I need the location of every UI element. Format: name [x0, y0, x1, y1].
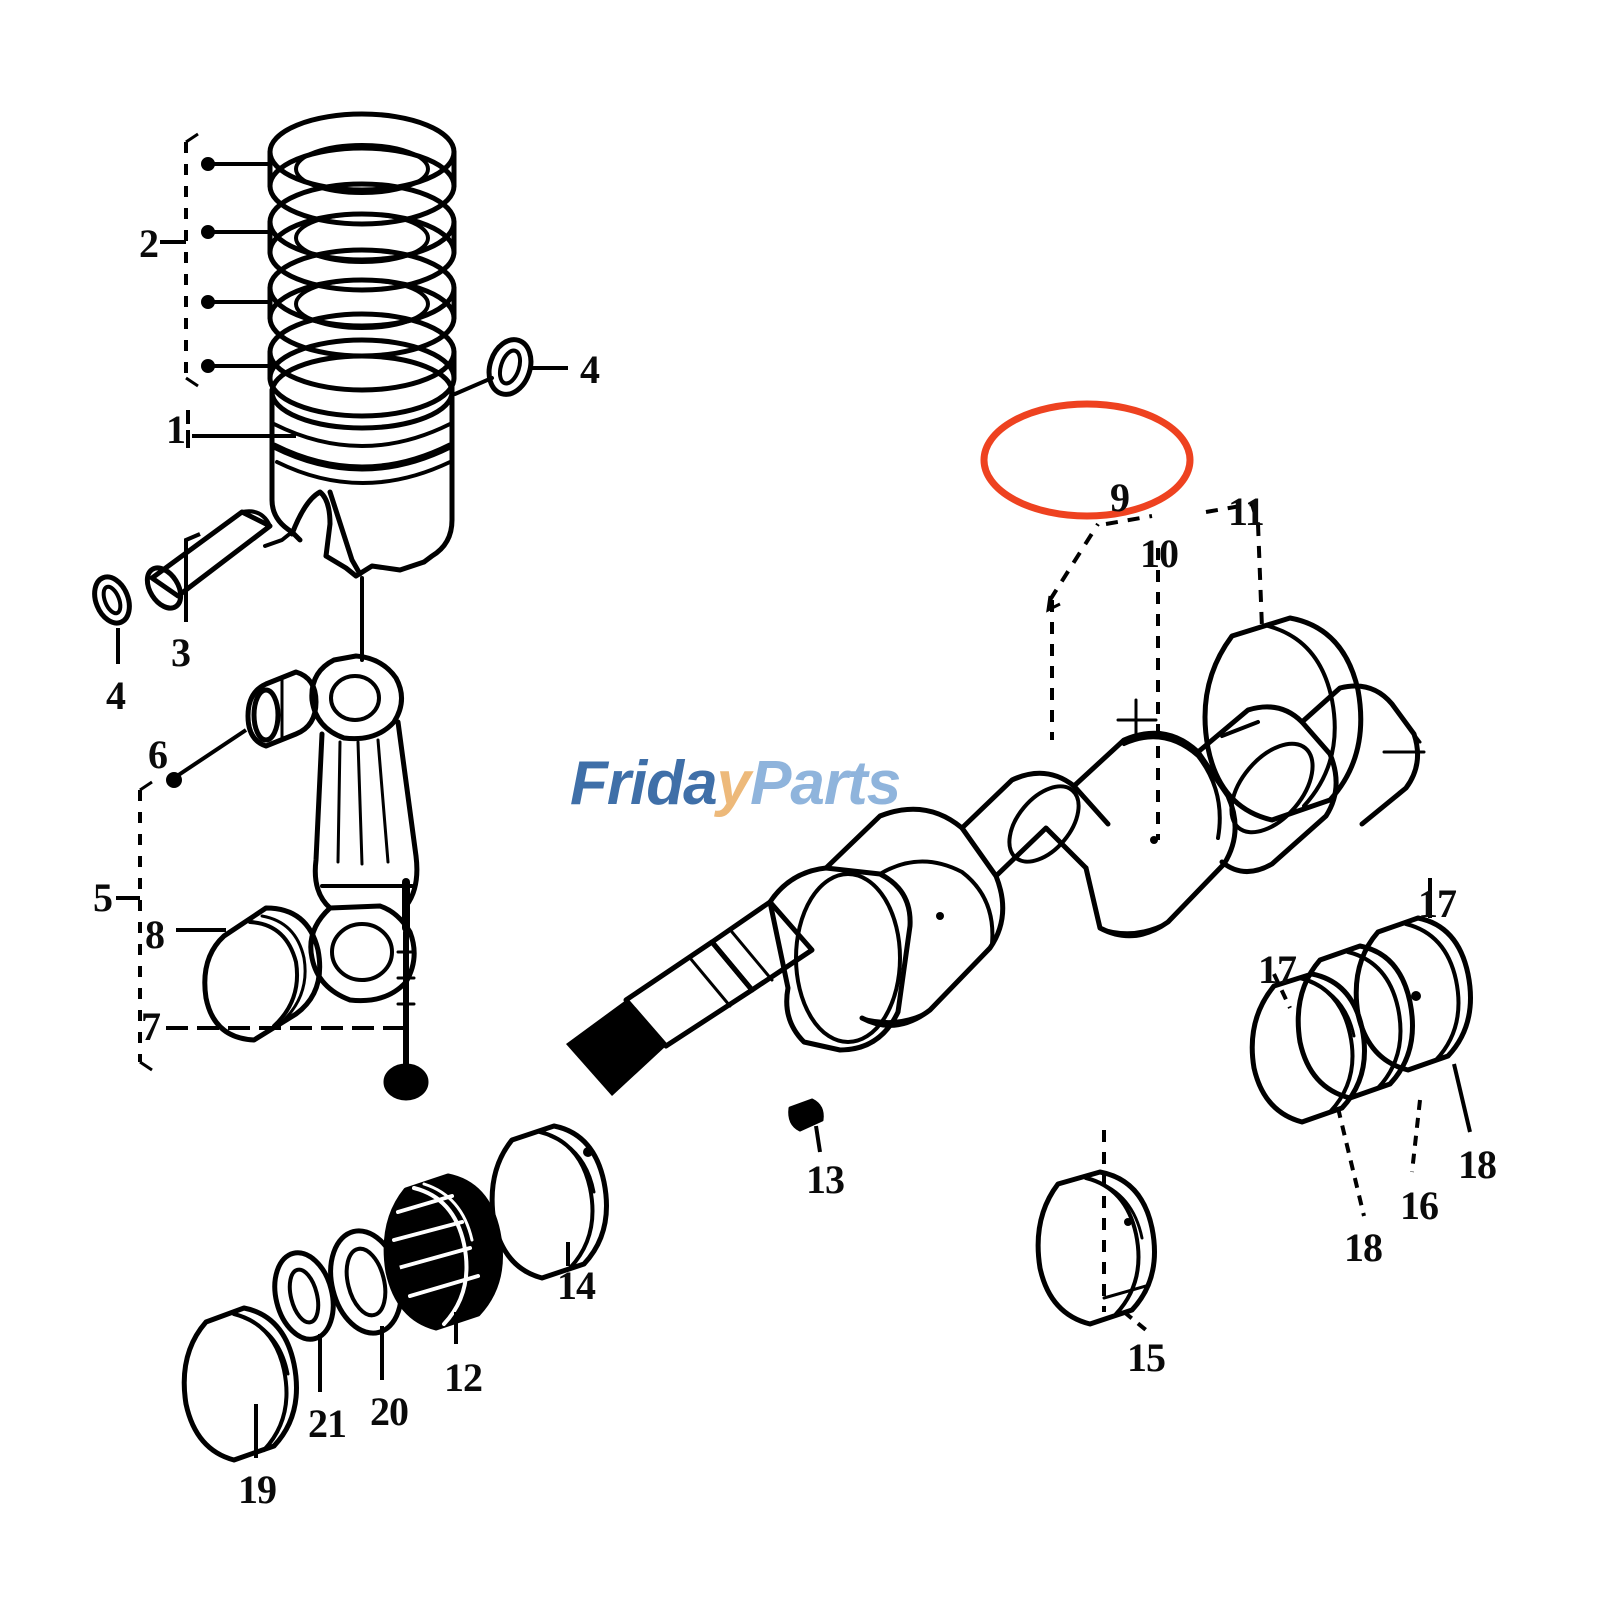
connecting-rod-bushing [245, 669, 319, 749]
callout-number-17: 17 [1418, 881, 1457, 926]
leader-lines [116, 132, 1472, 1458]
main-bearing-shell-11 [1202, 615, 1364, 823]
fridayparts-watermark: FridayParts [570, 748, 901, 819]
watermark-text-4: Parts [750, 749, 901, 818]
callout-number-8: 8 [145, 912, 165, 957]
gear-12 [383, 1173, 503, 1331]
connecting-rod [308, 653, 420, 1004]
callout-number-15: 15 [1127, 1335, 1166, 1380]
callout-number-2: 2 [139, 221, 159, 266]
callout-number-18: 18 [1458, 1142, 1497, 1187]
piston-ring-1 [267, 111, 457, 227]
callout-number-14: 14 [557, 1263, 596, 1308]
callout-number-4: 4 [580, 347, 600, 392]
main-bearing-stack-right [1249, 915, 1473, 1125]
connecting-rod-bearing [202, 905, 323, 1043]
connecting-rod-bolt [383, 878, 429, 1101]
callout-number-6: 6 [148, 732, 168, 777]
crankshaft [566, 683, 1426, 1096]
bearing-ring-19 [181, 1305, 299, 1463]
red-highlight-ellipse [980, 400, 1194, 520]
watermark-text-2: a [683, 749, 717, 818]
callout-number-20: 20 [370, 1389, 409, 1434]
callout-number-1: 1 [166, 407, 186, 452]
piston-ring-2 [267, 181, 457, 293]
callout-number-17: 17 [1258, 947, 1297, 992]
callout-number-18: 18 [1344, 1225, 1383, 1270]
bearing-collar-14 [489, 1123, 609, 1281]
callout-number-11: 11 [1228, 489, 1265, 534]
callout-number-4: 4 [106, 673, 126, 718]
callout-number-7: 7 [141, 1004, 161, 1049]
callout-number-19: 19 [238, 1467, 277, 1512]
piston-assembly-group [92, 111, 1473, 1463]
callout-number-13: 13 [806, 1157, 845, 1202]
snap-ring-bottom [92, 574, 132, 626]
callout-number-21: 21 [308, 1401, 347, 1446]
snap-ring-top [453, 337, 534, 397]
callout-number-5: 5 [93, 875, 113, 920]
shim-21 [272, 1250, 336, 1342]
piston-pin [144, 509, 273, 611]
watermark-text-3: y [716, 749, 751, 818]
callout-number-3: 3 [171, 630, 191, 675]
watermark-text-1: Frid [570, 749, 684, 818]
callout-number-9: 9 [1110, 475, 1130, 520]
woodruff-key-13 [788, 1098, 824, 1132]
callout-number-10: 10 [1140, 531, 1179, 576]
piston-body [263, 353, 455, 662]
callout-number-12: 12 [444, 1355, 483, 1400]
callout-number-16: 16 [1400, 1183, 1439, 1228]
